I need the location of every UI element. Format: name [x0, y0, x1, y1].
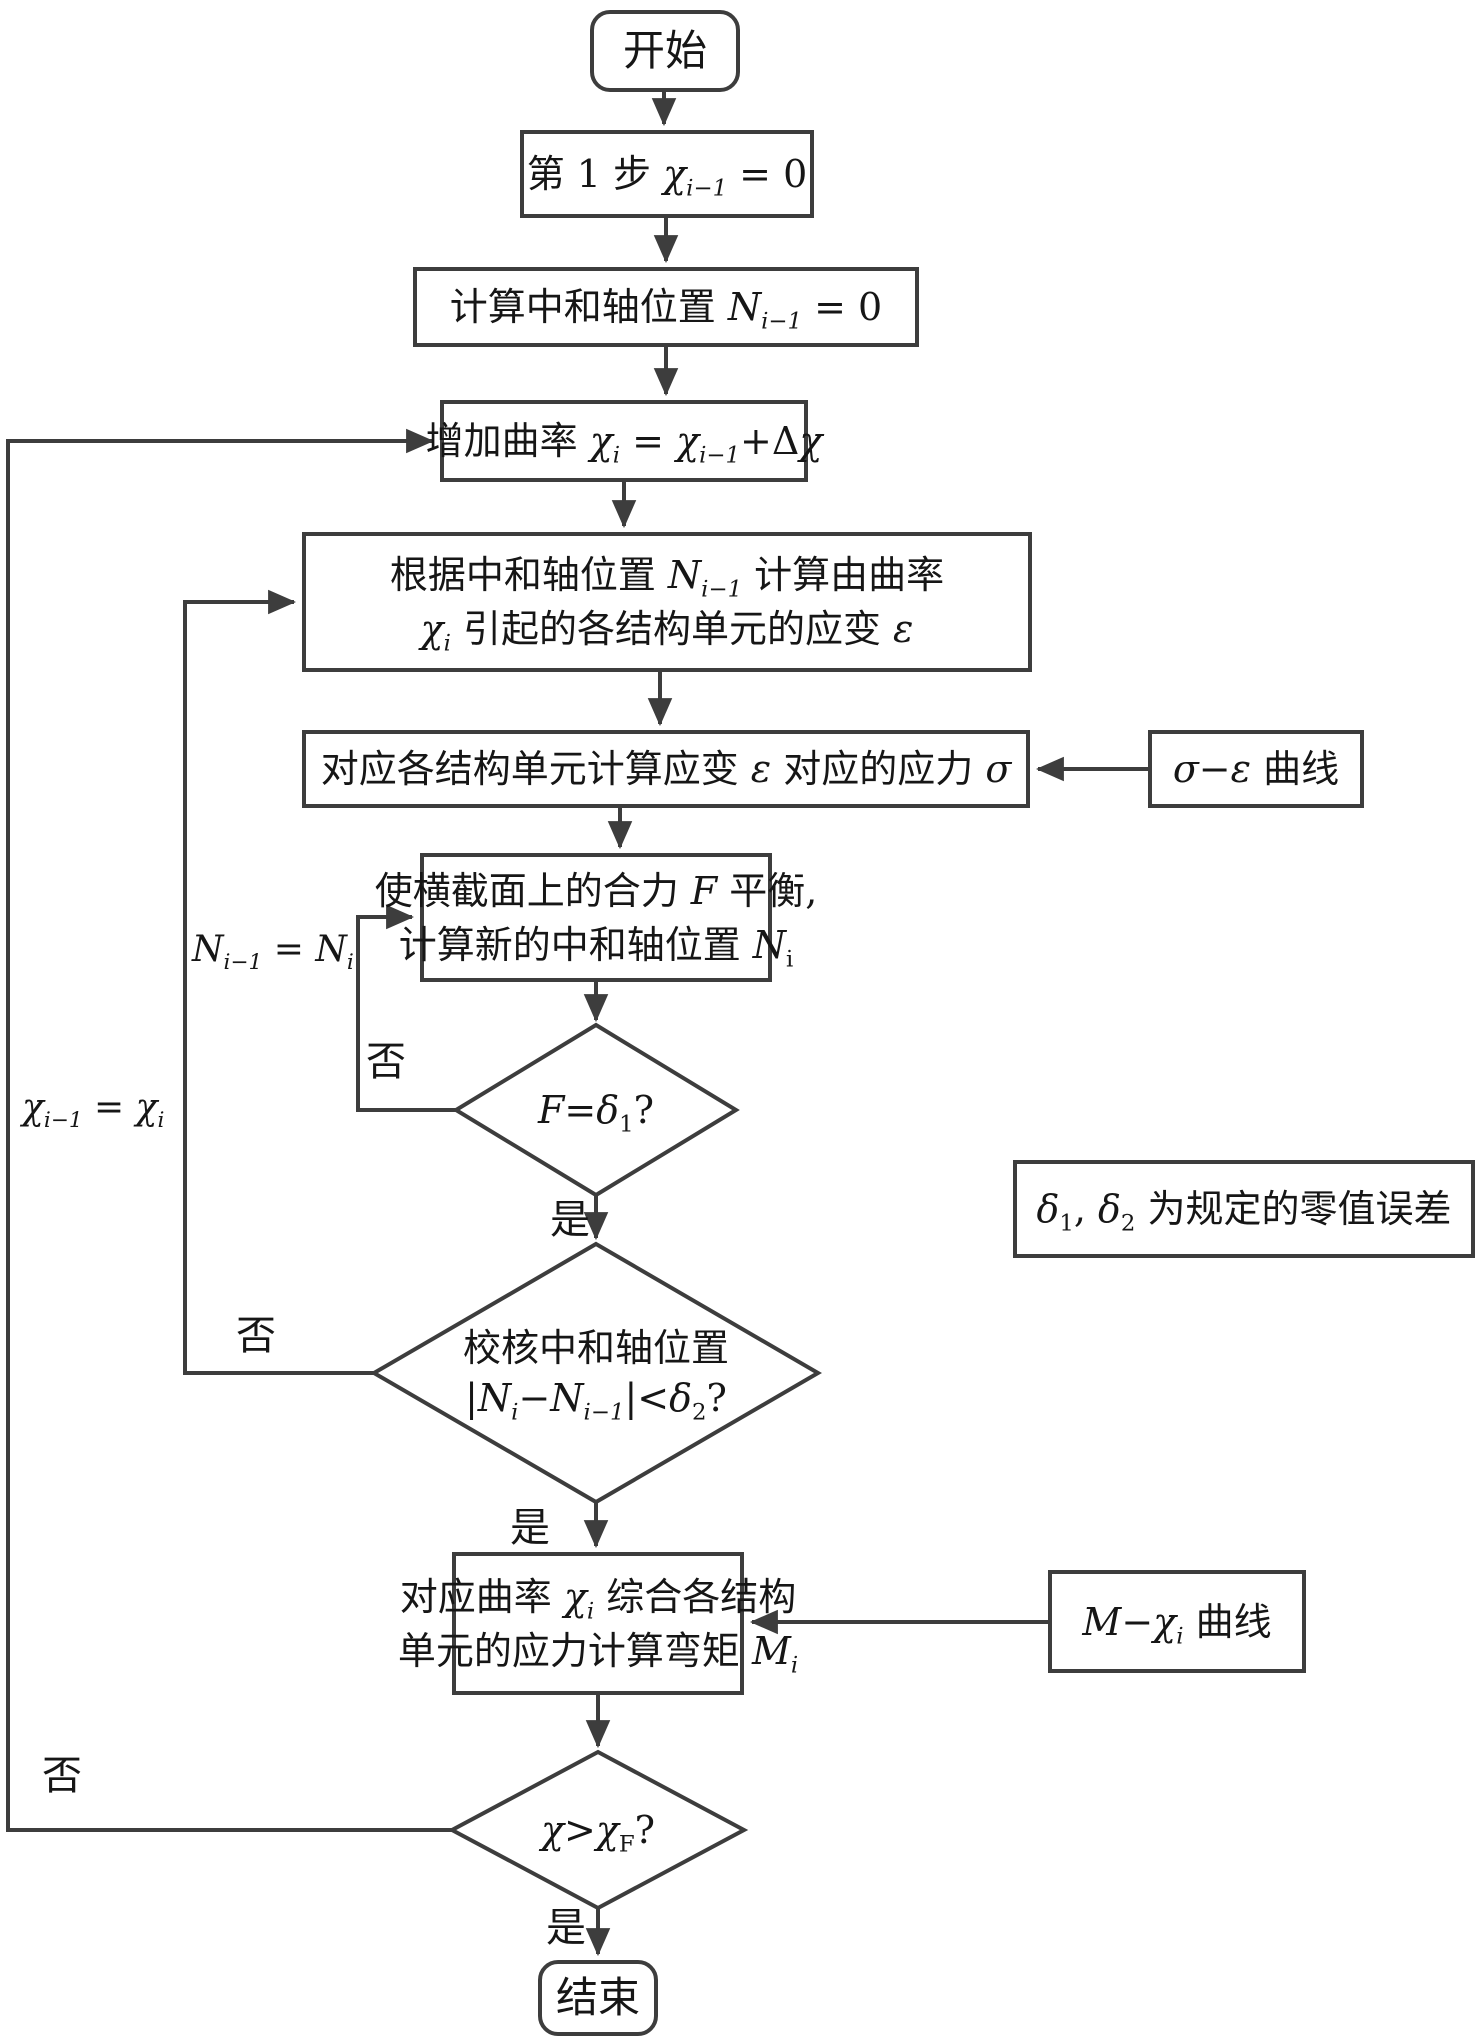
node-balance-force: 使横截面上的合力 F 平衡, 计算新的中和轴位置 Ni	[375, 853, 817, 982]
label-yes-force: 是	[550, 1197, 590, 1243]
node-neutral-axis-init-text: 计算中和轴位置 Ni−1 = 0	[449, 285, 883, 335]
node-end-text: 结束	[555, 1973, 640, 2022]
node-increase-curvature-text: 增加曲率 χi = χi−1+Δχ	[425, 419, 823, 469]
node-compute-strain: 根据中和轴位置 Ni−1 计算由曲率 χi 引起的各结构单元的应变 ε	[302, 532, 1032, 672]
decision-check-curvature-shape	[447, 1749, 749, 1911]
note-m-chi-curve: M−χi 曲线	[1048, 1570, 1306, 1673]
note-delta-tolerance-text: δ1, δ2 为规定的零值误差	[1036, 1187, 1452, 1237]
loop-axis-no	[183, 589, 374, 1375]
node-start: 开始	[590, 10, 740, 92]
decision-check-force-label: F=δ1?	[538, 1088, 654, 1138]
node-compute-moment-line1: 对应曲率 χi 综合各结构	[399, 1574, 797, 1625]
node-compute-stress: 对应各结构单元计算应变 ε 对应的应力 σ	[302, 730, 1030, 808]
label-assign-n: Ni−1 = Ni	[192, 929, 354, 976]
node-increase-curvature: 增加曲率 χi = χi−1+Δχ	[426, 400, 822, 482]
decision-check-curvature-label: χ>χF?	[540, 1808, 656, 1858]
node-step1: 第 1 步 χi−1 = 0	[520, 130, 814, 218]
decision-check-force-shape	[452, 1022, 740, 1198]
node-balance-force-line2: 计算新的中和轴位置 Ni	[398, 922, 794, 973]
label-no-force: 否	[366, 1039, 406, 1085]
loop-force-no	[356, 904, 456, 1112]
loop-curvature-no	[6, 428, 452, 1832]
label-no-axis: 否	[236, 1313, 276, 1359]
decision-check-axis-label: 校核中和轴位置 |Ni−Ni−1|<δ2?	[462, 1326, 729, 1426]
node-compute-strain-line2: χi 引起的各结构单元的应变 ε	[420, 607, 914, 657]
decision-check-axis-shape	[370, 1241, 822, 1505]
note-sigma-epsilon-curve-text: σ−ε 曲线	[1172, 747, 1340, 791]
label-assign-chi: χi−1 = χi	[22, 1087, 165, 1134]
label-yes-axis: 是	[510, 1505, 550, 1551]
node-start-text: 开始	[622, 26, 707, 75]
node-compute-moment: 对应曲率 χi 综合各结构 单元的应力计算弯矩 Mi	[398, 1552, 798, 1695]
node-neutral-axis-init: 计算中和轴位置 Ni−1 = 0	[413, 267, 919, 347]
note-delta-tolerance: δ1, δ2 为规定的零值误差	[1013, 1160, 1475, 1258]
node-step1-text: 第 1 步 χi−1 = 0	[526, 152, 808, 202]
label-yes-curvature: 是	[546, 1905, 586, 1951]
note-sigma-epsilon-curve: σ−ε 曲线	[1148, 730, 1364, 808]
node-end: 结束	[538, 1960, 658, 2036]
label-no-curvature: 否	[42, 1753, 82, 1799]
node-compute-moment-line2: 单元的应力计算弯矩 Mi	[397, 1628, 799, 1679]
node-compute-strain-line1: 根据中和轴位置 Ni−1 计算由曲率	[389, 553, 945, 603]
node-balance-force-line1: 使横截面上的合力 F 平衡,	[374, 868, 818, 913]
node-compute-stress-text: 对应各结构单元计算应变 ε 对应的应力 σ	[320, 747, 1012, 791]
note-m-chi-curve-text: M−χi 曲线	[1082, 1599, 1272, 1650]
